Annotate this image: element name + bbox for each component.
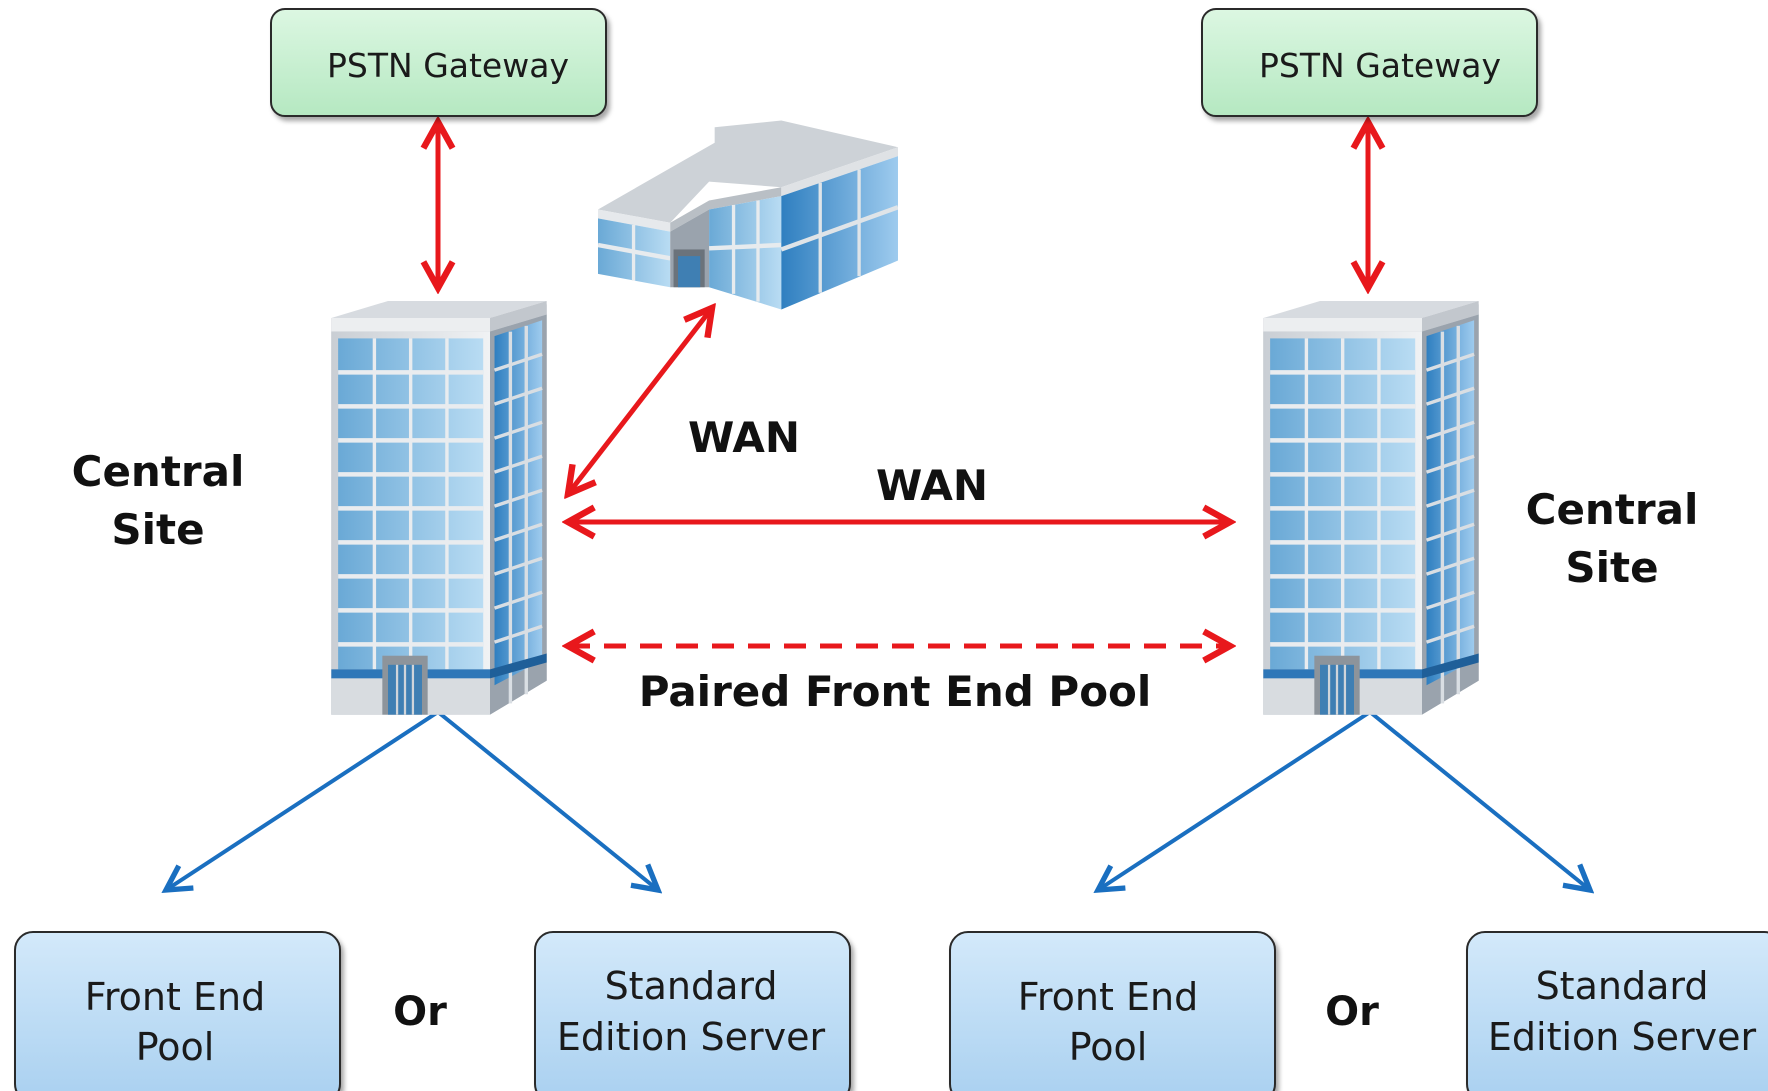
pstn-gateway-label: PSTN Gateway: [327, 46, 569, 85]
central-site-label-line1: Central: [1526, 485, 1699, 534]
server-label-line2: Edition Server: [557, 1015, 826, 1059]
pool-label-line1: Front End: [85, 975, 265, 1019]
standard-edition-server-left: Standard Edition Server: [534, 931, 851, 1091]
branch-office-icon: [598, 121, 898, 310]
server-label-line1: Standard: [1536, 964, 1709, 1008]
central-wan-label: WAN: [876, 461, 988, 510]
central-site-label-line2: Site: [111, 505, 204, 554]
front-end-pool-left: Front End Pool: [14, 931, 341, 1091]
tree-link-left-server: [436, 710, 658, 890]
office-tower-icon: [1263, 301, 1478, 715]
pstn-gateway-left: PSTN Gateway: [270, 8, 607, 117]
branch-wan-link: [568, 308, 712, 494]
pool-label-line1: Front End: [1018, 975, 1198, 1019]
pstn-gateway-right: PSTN Gateway: [1201, 8, 1538, 117]
office-tower-icon: [331, 301, 546, 715]
standard-edition-server-right: Standard Edition Server: [1466, 931, 1768, 1091]
server-label-line2: Edition Server: [1488, 1015, 1757, 1059]
branch-wan-label: WAN: [688, 413, 800, 462]
server-label-line1: Standard: [605, 964, 778, 1008]
front-end-pool-right: Front End Pool: [949, 931, 1276, 1091]
tree-link-right-server: [1368, 710, 1590, 890]
central-site-label-line1: Central: [72, 447, 245, 496]
central-site-label-line2: Site: [1565, 543, 1658, 592]
pool-label-line2: Pool: [136, 1025, 215, 1069]
pool-label-line2: Pool: [1069, 1025, 1148, 1069]
paired-pool-label: Paired Front End Pool: [639, 667, 1152, 716]
tree-link-left-pool: [166, 710, 440, 890]
tree-link-right-pool: [1098, 710, 1372, 890]
or-label: Or: [1325, 989, 1379, 1035]
pstn-gateway-label: PSTN Gateway: [1259, 46, 1501, 85]
or-label: Or: [393, 989, 447, 1035]
